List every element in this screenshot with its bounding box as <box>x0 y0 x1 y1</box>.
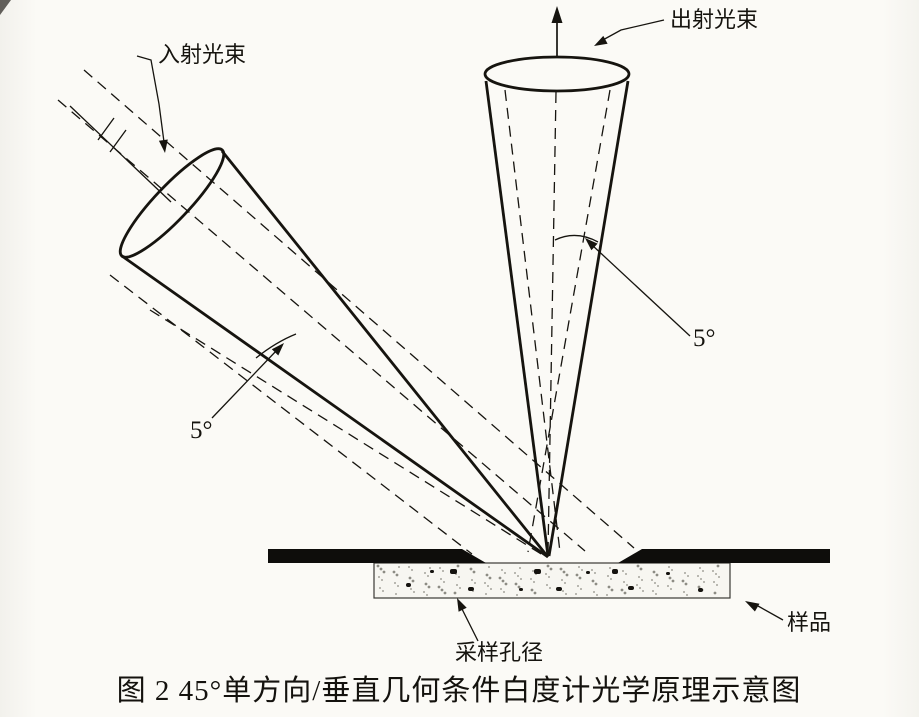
incident-divergence-dashed-upper <box>57 99 586 552</box>
exit-cone-side-right <box>547 80 630 557</box>
incident-angle-arrowhead <box>271 343 284 356</box>
exit-beam-cone <box>483 6 631 557</box>
incident-angle-leader <box>211 349 278 419</box>
sampling-aperture-arrowhead <box>457 598 467 612</box>
sample-assembly <box>268 549 830 599</box>
incident-beam-arrowhead <box>158 139 168 153</box>
exit-divergence-dashed-right <box>527 89 611 553</box>
exit-cone-aperture-ellipse <box>483 55 631 93</box>
sample-dark-blobs <box>406 569 703 592</box>
exit-beam-arrowhead <box>594 35 608 46</box>
exit-angle-leader <box>591 244 691 337</box>
incident-divergence-dashed-inner <box>149 309 547 558</box>
scan-edge-artifact <box>0 0 11 15</box>
sample-leader <box>757 605 784 621</box>
exit-angle-arc <box>554 234 599 243</box>
aperture-plate-left <box>268 549 486 563</box>
sample-speckles <box>376 564 720 596</box>
sampling-aperture-leader <box>461 608 479 642</box>
exit-divergence-dashed-left <box>504 89 561 553</box>
callout-labels: 入射光束 出射光束 采样孔径 样品 <box>136 7 831 665</box>
exit-angle-label: 5° <box>693 325 716 352</box>
beam-break-tick-2 <box>109 129 127 153</box>
sample-label: 样品 <box>787 610 831 635</box>
sampling-aperture-label: 采样孔径 <box>455 640 543 665</box>
exit-axis-dashed <box>547 91 557 554</box>
exit-beam-leader <box>600 19 665 42</box>
incident-cone-side-lower <box>121 254 549 559</box>
incident-angle-arc <box>255 333 297 359</box>
exit-cone-side-left <box>484 80 550 557</box>
angle-annotations: 5° 5° <box>190 234 716 444</box>
beam-break-tick-1 <box>97 117 115 141</box>
incident-divergence-dashed-top <box>83 69 635 549</box>
incident-beam-label: 入射光束 <box>158 42 246 67</box>
figure-caption: 图 2 45°单方向/垂直几何条件白度计光学原理示意图 <box>117 674 802 707</box>
aperture-plate-right <box>618 549 830 563</box>
incident-beam-leader <box>136 55 165 143</box>
incident-beam-cone <box>57 69 635 559</box>
incident-cone-aperture-ellipse <box>118 147 226 259</box>
sample-arrowhead <box>745 601 760 612</box>
incident-divergence-dashed-lower <box>109 274 473 555</box>
incident-cone-side-upper <box>220 150 550 558</box>
exit-direction-arrowhead <box>551 6 563 23</box>
exit-beam-label: 出射光束 <box>670 7 758 32</box>
incident-angle-label: 5° <box>190 417 213 444</box>
exit-angle-arrowhead <box>585 238 598 251</box>
